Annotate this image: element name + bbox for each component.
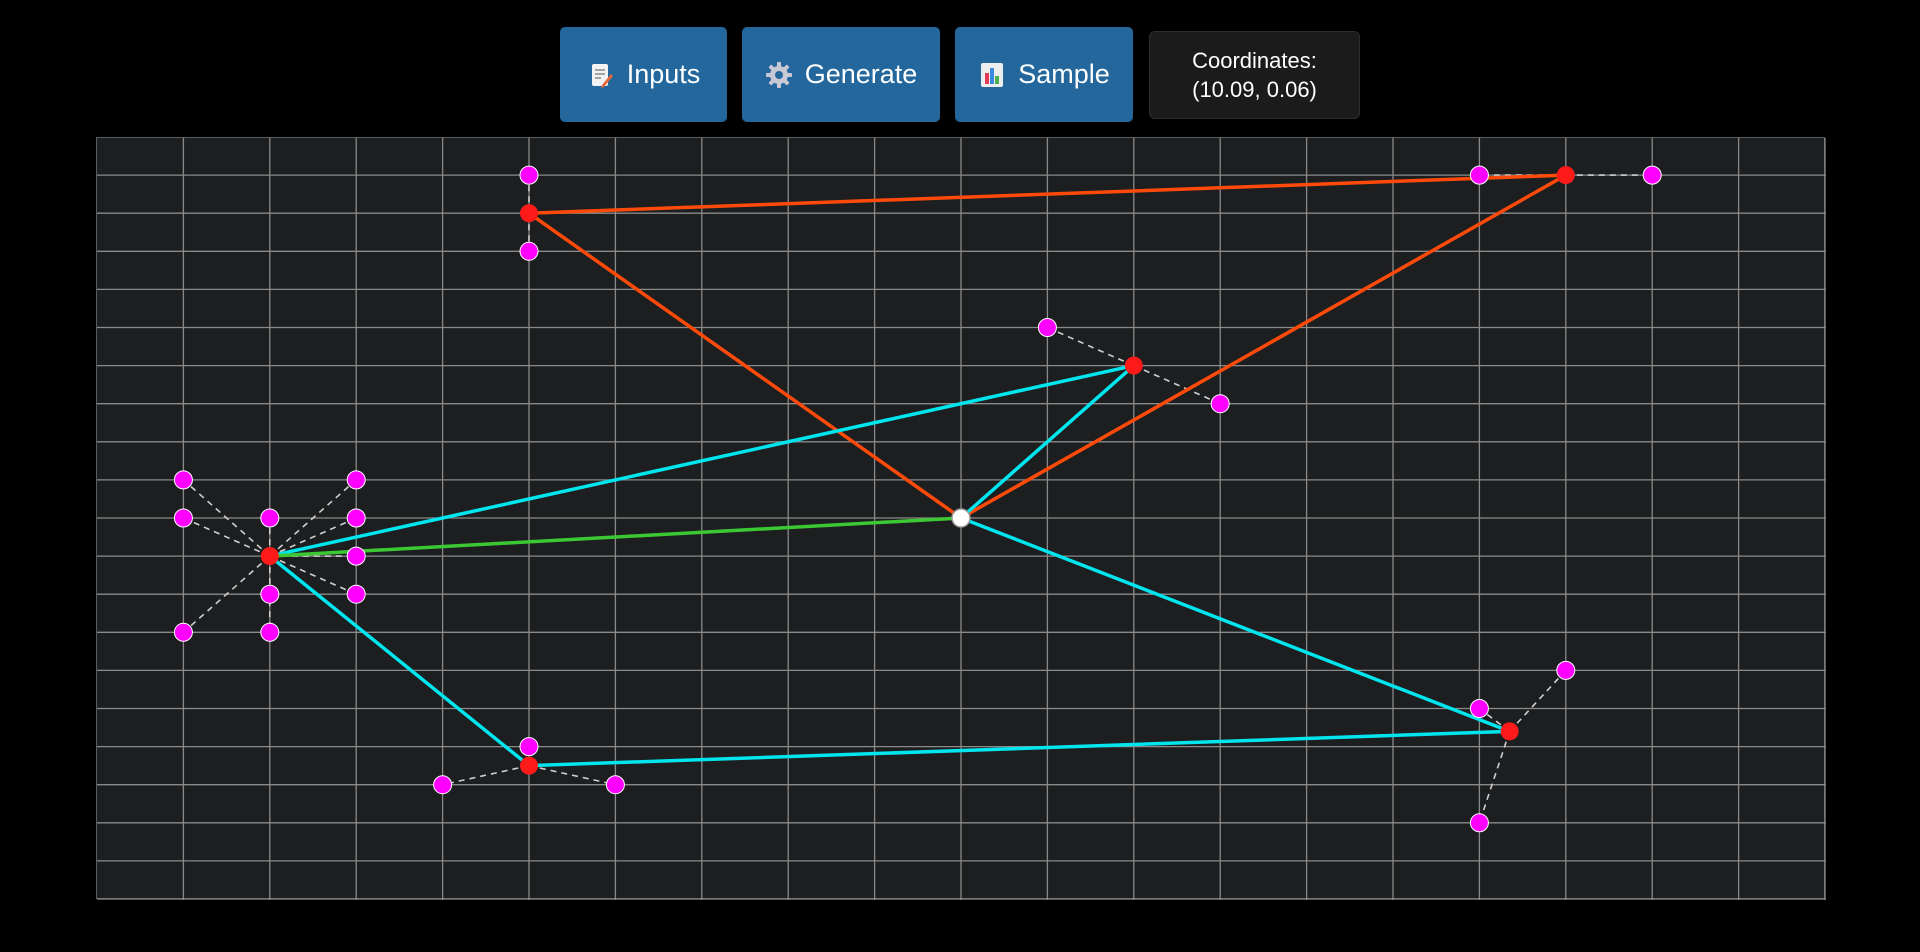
control-point[interactable] xyxy=(1037,318,1057,337)
chart-icon xyxy=(981,62,1004,87)
inputs-button[interactable]: Inputs xyxy=(560,27,727,122)
path-orange xyxy=(527,173,1568,520)
node-bottomright[interactable] xyxy=(1500,722,1519,741)
control-point[interactable] xyxy=(433,775,453,795)
control-point[interactable] xyxy=(346,470,366,490)
control-points[interactable] xyxy=(173,165,1662,833)
inputs-label: Inputs xyxy=(626,59,701,89)
toolbar: Inputs Generate Sample xyxy=(560,27,1360,122)
control-point[interactable] xyxy=(173,470,193,490)
control-point[interactable] xyxy=(260,508,280,528)
graph-canvas[interactable] xyxy=(97,138,1826,900)
node-mid[interactable] xyxy=(1124,356,1143,375)
path-cyan xyxy=(268,363,1512,768)
control-guide-line xyxy=(269,479,357,557)
coordinates-readout: Coordinates: (10.09, 0.06) xyxy=(1149,30,1360,119)
sample-button[interactable]: Sample xyxy=(955,27,1133,122)
node-bottomleft[interactable] xyxy=(520,756,538,775)
control-guide-line xyxy=(182,479,271,557)
paths xyxy=(268,173,1568,768)
control-point[interactable] xyxy=(260,584,280,604)
node-left[interactable] xyxy=(260,547,279,566)
nodes[interactable] xyxy=(260,166,1575,775)
control-guide-line xyxy=(1133,364,1221,405)
control-point[interactable] xyxy=(1210,394,1230,414)
control-point[interactable] xyxy=(1556,660,1576,680)
control-guide-line xyxy=(442,764,530,786)
control-point[interactable] xyxy=(1469,699,1489,718)
gear-icon xyxy=(765,61,792,88)
coordinates-label: Coordinates: xyxy=(1192,47,1317,73)
control-guides xyxy=(182,174,1653,824)
control-point[interactable] xyxy=(1469,813,1489,833)
control-guide-line xyxy=(269,555,357,595)
graph-board[interactable] xyxy=(96,137,1826,900)
control-point[interactable] xyxy=(1469,165,1489,185)
control-point[interactable] xyxy=(605,775,625,795)
control-point[interactable] xyxy=(1642,165,1662,185)
memo-icon xyxy=(591,63,613,88)
control-guide-line xyxy=(182,555,271,633)
control-guide-line xyxy=(528,764,616,786)
node-top[interactable] xyxy=(520,204,538,223)
sample-label: Sample xyxy=(1018,59,1110,89)
control-guide-line xyxy=(1047,326,1135,367)
control-point[interactable] xyxy=(260,622,280,642)
control-point[interactable] xyxy=(519,241,539,261)
control-point[interactable] xyxy=(519,737,539,757)
generate-button[interactable]: Generate xyxy=(742,27,940,122)
coordinates-value: (10.09, 0.06) xyxy=(1192,76,1317,102)
control-point[interactable] xyxy=(346,584,366,604)
origin-node[interactable] xyxy=(951,508,971,528)
control-guide-line xyxy=(1478,731,1511,824)
control-point[interactable] xyxy=(173,622,193,642)
generate-label: Generate xyxy=(804,59,918,89)
control-guide-line xyxy=(183,517,271,557)
path-green xyxy=(269,516,962,558)
control-point[interactable] xyxy=(519,165,539,185)
control-guide-line xyxy=(269,517,357,557)
control-point[interactable] xyxy=(346,546,366,566)
control-point[interactable] xyxy=(173,508,193,528)
control-guide-line xyxy=(1509,669,1567,732)
node-topright[interactable] xyxy=(1556,166,1575,185)
control-point[interactable] xyxy=(346,508,366,528)
